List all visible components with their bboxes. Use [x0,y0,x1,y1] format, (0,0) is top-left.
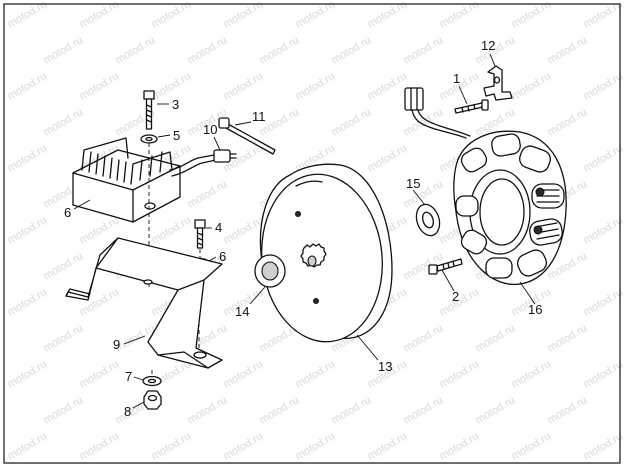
callout-7: 7 [125,369,132,384]
watermark-text: motod.ru [78,286,122,318]
callout-13: 13 [378,359,392,374]
callout-4: 4 [215,220,222,235]
watermark-text: motod.ru [474,322,518,354]
watermark-text: motod.ru [402,106,446,138]
watermark-text: motod.ru [438,358,482,390]
watermark-text: motod.ru [294,358,338,390]
callout-14: 14 [235,304,249,319]
watermark-text: motod.ru [510,430,554,462]
watermark-text: motod.ru [6,142,50,174]
watermark-text: motod.ru [222,430,266,462]
watermark-text: motod.ru [150,430,194,462]
watermark-text: motod.ru [78,358,122,390]
watermark-text: motod.ru [114,34,158,66]
callout-6b: 6 [219,249,226,264]
callout-5: 5 [173,128,180,143]
watermark-text: motod.ru [258,34,302,66]
bolt-part-3 [143,90,155,130]
watermark-text: motod.ru [582,142,625,174]
watermark-text: motod.ru [150,358,194,390]
bolt-part-2 [428,258,463,275]
watermark-text: motod.ru [366,430,410,462]
watermark-text: motod.ru [582,70,625,102]
watermark-text: motod.ru [258,394,302,426]
leader-lines [73,53,536,409]
watermark-text: motod.ru [42,250,86,282]
watermark-text: motod.ru [330,34,374,66]
bracket-part-9 [65,237,223,369]
watermark-text: motod.ru [42,394,86,426]
callout-12: 12 [481,38,495,53]
callout-9: 9 [113,337,120,352]
watermark-text: motod.ru [78,70,122,102]
callout-11: 11 [252,109,266,124]
callout-10: 10 [203,122,217,137]
callout-15: 15 [406,176,420,191]
watermark-text: motod.ru [294,70,338,102]
washer-part-5 [140,134,158,144]
watermark-text: motod.ru [438,286,482,318]
flywheel-rotor-part-13 [254,163,393,343]
watermark-text: motod.ru [402,394,446,426]
watermark-text: motod.ru [222,214,266,246]
watermark-text: motod.ru [6,214,50,246]
watermark-text: motod.ru [474,394,518,426]
watermark-text: motod.ru [582,430,625,462]
watermark-text: motod.ru [42,322,86,354]
callout-labels: 1 2 3 4 5 6 6 7 8 9 10 11 12 13 14 15 16 [64,38,542,419]
nut-part-8 [143,390,162,410]
callout-6: 6 [64,205,71,220]
callout-2: 2 [452,289,459,304]
watermark-text: motod.ru [6,430,50,462]
watermark-text: motod.ru [510,70,554,102]
watermark-text: motod.ru [582,358,625,390]
watermark-text: motod.ru [78,430,122,462]
watermark-text: motod.ru [330,106,374,138]
washer-part-15 [415,203,441,237]
watermark-text: motod.ru [6,70,50,102]
watermark-text: motod.ru [222,70,266,102]
watermark-text: motod.ru [546,322,590,354]
watermark-text: motod.ru [402,322,446,354]
diagram-border [3,3,621,464]
watermark-text: motod.ru [546,106,590,138]
watermark-text: motod.ru [438,430,482,462]
stator-part-16 [404,87,567,286]
watermark-text: motod.ru [546,394,590,426]
watermark-text: motod.ru [294,430,338,462]
callout-3: 3 [172,97,179,112]
watermark-text: motod.ru [582,286,625,318]
watermark-text: motod.ru [222,358,266,390]
watermark-text: motod.ru [42,34,86,66]
watermark-text: motod.ru [186,394,230,426]
washer-part-7 [142,375,162,387]
harness-part-10 [169,149,237,177]
regulator-part-6 [72,137,181,223]
clamp-part-12 [483,65,513,101]
watermark-text: motod.ru [330,394,374,426]
watermark-text: motod.ru [186,178,230,210]
callout-1: 1 [453,71,460,86]
watermark-text: motod.ru [6,358,50,390]
cable-tie-part-11 [218,117,276,155]
watermark-text: motod.ru [510,358,554,390]
watermark-text: motod.ru [150,214,194,246]
watermark-text: motod.ru [42,106,86,138]
bolt-part-4 [194,219,206,249]
watermark-text: motod.ru [402,34,446,66]
watermark-text: motod.ru [6,286,50,318]
screw-part-1 [454,99,489,114]
watermark-text: motod.ru [366,70,410,102]
watermark-text: motod.ru [366,142,410,174]
callout-16: 16 [528,302,542,317]
watermark-text: motod.ru [546,34,590,66]
watermark-text: motod.ru [186,34,230,66]
callout-8: 8 [124,404,131,419]
watermark-text: motod.ru [582,214,625,246]
